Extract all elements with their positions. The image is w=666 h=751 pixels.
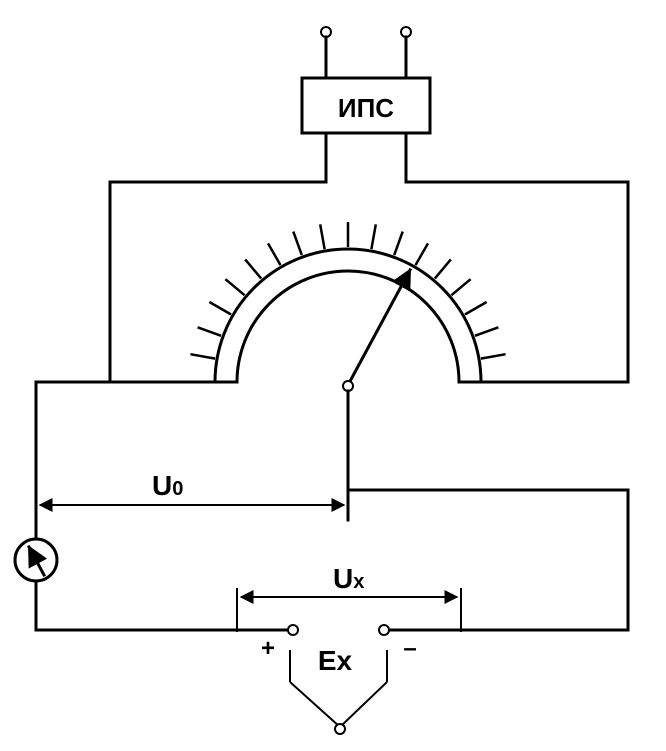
scale-tick [292,231,303,256]
plus-sign: + [261,635,275,662]
right-loop-wires [346,488,630,632]
galvanometer [13,537,59,583]
ux-label: Ux [333,563,364,594]
scale-tick [190,352,216,360]
scale-tick [480,352,506,360]
emf-bottom-node [334,723,346,735]
scale-tick [244,258,263,280]
scale-tick [197,326,222,337]
scale-ticks [190,222,506,360]
scale-tick [224,278,246,297]
scale-tick [393,231,404,256]
emf-terminal-minus [378,624,390,636]
scale-tick [414,242,430,266]
emf-terminal-plus [287,624,299,636]
minus-sign: – [403,635,416,662]
power-supply-box: ИПС [300,76,432,135]
u0-dimension: U0 [38,470,346,512]
emf-source: + – Ex [235,624,463,735]
scale-tick [318,224,326,250]
u0-label: U0 [152,470,183,501]
scale-tick [266,242,282,266]
power-terminals [320,26,412,80]
wiper-pointer [342,267,413,522]
scale-tick [464,300,488,316]
power-supply-label: ИПС [338,93,394,123]
emf-label: Ex [318,645,353,676]
ux-dimension: Ux [236,563,462,632]
scale-tick [208,300,232,316]
left-loop-wires [34,380,239,632]
slidewire-arc [213,247,483,384]
scale-tick [370,224,378,250]
scale-tick [474,326,499,337]
supply-wires [108,131,630,384]
scale-tick [450,278,472,297]
scale-tick [433,258,452,280]
